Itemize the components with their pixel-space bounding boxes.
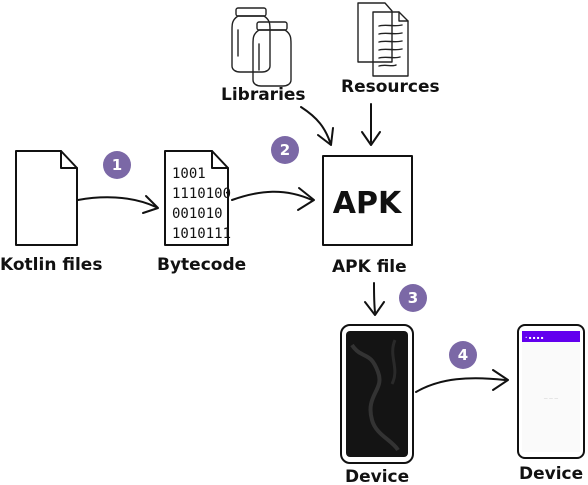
bytecode-line-4: 1010111	[172, 226, 231, 242]
bytecode-line-3: 001010	[172, 206, 223, 222]
device-light-label: Device	[519, 464, 583, 484]
arrow-apk-to-device	[373, 282, 376, 313]
kotlin-file-icon	[15, 150, 78, 246]
step-4-badge: 4	[449, 341, 477, 369]
arrow-bytecode-to-apk	[231, 190, 313, 201]
arrow-libraries-to-apk	[300, 106, 331, 143]
arrow-head-3	[364, 301, 385, 316]
arrow-head-lib	[317, 127, 334, 146]
resources-docs-icon	[357, 2, 409, 77]
app-screen-text: — — —	[544, 396, 559, 401]
app-bar-title: • ▪ ▪ ▪ ▪	[525, 335, 544, 340]
arrow-head-2	[297, 187, 315, 211]
light-device-phone-icon: • ▪ ▪ ▪ ▪ — — —	[517, 324, 585, 459]
app-bar	[522, 331, 580, 342]
dark-device-phone-icon	[340, 324, 414, 464]
bytecode-label: Bytecode	[157, 255, 246, 275]
step-3-badge: 3	[399, 284, 427, 312]
bytecode-line-2: 1110100	[172, 186, 231, 202]
step-2-badge: 2	[271, 136, 299, 164]
resources-label: Resources	[341, 77, 440, 97]
bytecode-line-1: 1001	[172, 166, 206, 182]
arrow-head-1	[142, 195, 159, 214]
arrow-device-to-device	[415, 377, 506, 393]
libraries-jars-icon	[231, 7, 292, 87]
apk-file-label: APK file	[332, 257, 407, 277]
device-dark-label: Device	[345, 467, 409, 485]
arrow-head-4	[492, 369, 509, 391]
step-4-number: 4	[458, 346, 468, 364]
apk-box-text: APK	[333, 186, 403, 221]
arrow-head-res	[361, 131, 381, 146]
arrow-kotlin-to-bytecode	[77, 196, 157, 208]
libraries-label: Libraries	[221, 85, 306, 105]
step-3-number: 3	[408, 289, 418, 307]
step-2-number: 2	[280, 141, 290, 159]
step-1-number: 1	[112, 156, 122, 174]
kotlin-files-label: Kotlin files	[0, 255, 102, 275]
bytecode-file-icon: 1001 1110100 001010 1010111	[164, 150, 231, 246]
step-1-badge: 1	[103, 151, 131, 179]
apk-box	[322, 155, 413, 246]
